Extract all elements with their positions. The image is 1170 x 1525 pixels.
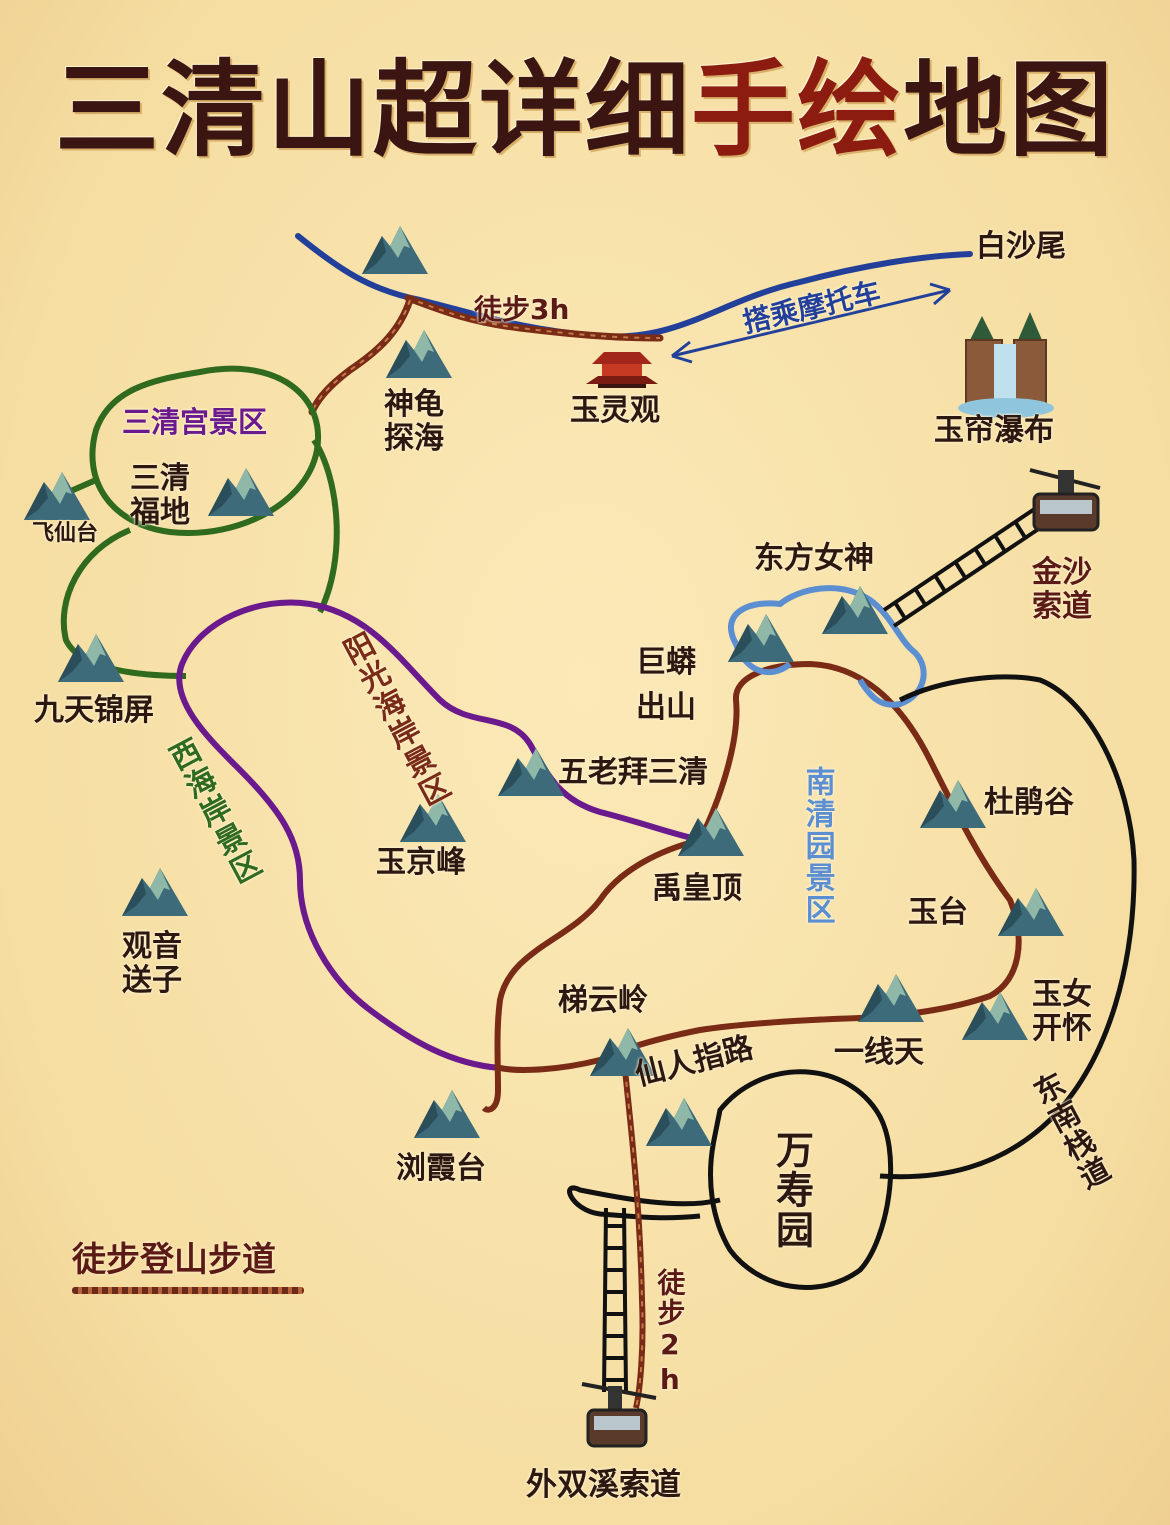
label-hike-2h: 徒步2h	[653, 1268, 687, 1398]
label-wulao: 五老拜三清	[558, 755, 708, 790]
label-zone-sanqinggong: 三清宫景区	[122, 405, 268, 439]
mountain-icon	[728, 614, 794, 662]
zone-sanqinggong-boundary	[89, 365, 322, 536]
waterfall-icon	[958, 312, 1054, 418]
zone-yangguang-boundary	[176, 599, 701, 1071]
motorbike-arrow-head-left	[671, 340, 693, 364]
mountain-icon	[858, 974, 924, 1022]
mountain-icon	[962, 992, 1028, 1040]
hike-trail-north	[404, 294, 664, 342]
mountain-icon	[400, 794, 466, 842]
label-waishuangxi: 外双溪索道	[526, 1467, 681, 1503]
label-yujing: 玉京峰	[376, 845, 466, 880]
label-dujuan: 杜鹃谷	[984, 785, 1074, 820]
label-yixiantian: 一线天	[834, 1035, 924, 1070]
jinsha-cableway-track	[882, 506, 1048, 628]
label-baishawei: 白沙尾	[976, 229, 1066, 264]
legend-label: 徒步登山步道	[72, 1240, 276, 1280]
mountain-icon	[920, 780, 986, 828]
mountain-icon	[362, 226, 428, 274]
zone-nanqingyuan-boundary	[499, 660, 1022, 1073]
map-title: 三清山超详细 手绘 地图	[30, 40, 1140, 171]
motorbike-arrow-head-right	[929, 282, 951, 306]
mountain-icon	[24, 472, 90, 520]
label-yunv: 玉女开怀	[1032, 977, 1092, 1046]
label-jinsha: 金沙索道	[1032, 555, 1092, 624]
waishuangxi-cable-car	[581, 1382, 657, 1448]
label-liuxia: 浏霞台	[396, 1151, 486, 1186]
label-yulian: 玉帘瀑布	[934, 413, 1054, 448]
waishuangxi-cableway-track	[602, 1207, 628, 1393]
mountain-icon	[122, 868, 188, 916]
mountain-icon	[414, 1090, 480, 1138]
motorbike-arrow	[671, 288, 951, 358]
mountain-icon	[386, 330, 452, 378]
label-jiutian: 九天锦屏	[34, 693, 154, 728]
label-sanqing-fudi: 三清福地	[130, 461, 190, 530]
label-wanshou: 万寿园	[769, 1130, 814, 1250]
dongfang-loop	[727, 585, 927, 708]
legend-trail-swatch	[72, 1287, 304, 1294]
title-part-3: 地图	[903, 48, 1116, 171]
wanshou-loop	[708, 1069, 894, 1290]
mountain-icon	[646, 1098, 712, 1146]
title-part-2: 手绘	[690, 48, 903, 171]
label-guanyin: 观音送子	[122, 929, 182, 998]
label-feixiantai: 飞仙台	[32, 521, 99, 546]
mountain-icon	[590, 1028, 656, 1076]
label-yulingguan: 玉灵观	[570, 393, 660, 428]
zone-sanqinggong-east	[311, 438, 340, 614]
mountain-icon	[678, 808, 744, 856]
label-yuhuang: 禹皇顶	[652, 871, 742, 906]
mountain-icon	[822, 586, 888, 634]
legend: 徒步登山步道	[72, 1232, 304, 1294]
wanshou-west-loop	[567, 1185, 721, 1221]
label-zone-nanqingyuan: 南清园景区	[799, 766, 835, 926]
hike-trail-south-dash	[623, 1059, 644, 1409]
mountain-icon	[498, 748, 564, 796]
jinsha-cable-car	[1029, 468, 1101, 532]
label-shengui: 神龟探海	[384, 387, 444, 456]
label-tiyun: 梯云岭	[558, 983, 648, 1018]
temple-icon	[586, 352, 658, 388]
mountain-icon	[208, 468, 274, 516]
title-part-1: 三清山超详细	[54, 48, 691, 171]
label-hike-3h: 徒步3h	[474, 293, 570, 326]
mountain-icon	[58, 634, 124, 682]
label-jumang: 巨蟒出山	[636, 645, 696, 725]
hike-trail-descend-dash	[311, 299, 411, 413]
label-yutai: 玉台	[908, 895, 968, 930]
southeast-trail	[879, 674, 1137, 1180]
zone-sanqinggong-west	[60, 527, 187, 679]
zone-nanqingyuan-inner	[481, 837, 701, 1113]
mountain-icon	[998, 888, 1064, 936]
label-dongfang-nvshen: 东方女神	[754, 541, 874, 576]
